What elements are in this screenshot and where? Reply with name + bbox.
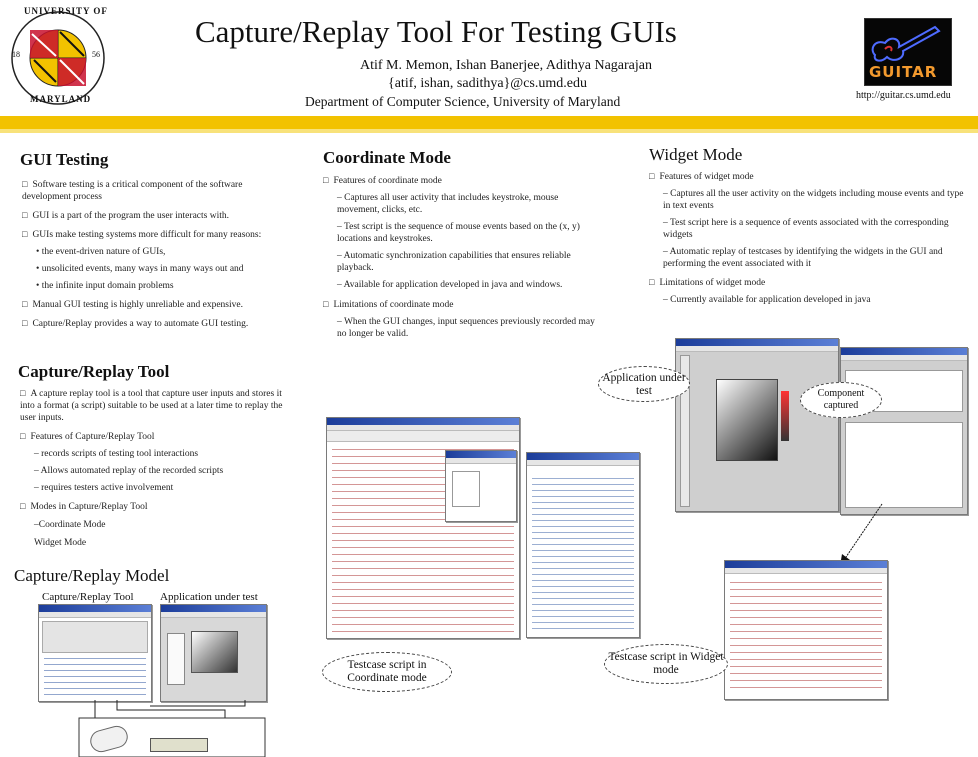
- model-label-tool: Capture/Replay Tool: [42, 591, 134, 603]
- coordinate-feature: – Captures all user activity that includ…: [337, 193, 559, 215]
- poster-emails: {atif, ishan, sadithya}@cs.umd.edu: [388, 76, 587, 91]
- gui-testing-item: Manual GUI testing is highly unreliable …: [22, 298, 287, 311]
- gui-testing-item: Capture/Replay provides a way to automat…: [22, 317, 287, 330]
- widget-script-cloud: Testcase script in Widget mode: [604, 644, 728, 684]
- gui-testing-reason: • the event-driven nature of GUIs,: [36, 247, 166, 257]
- model-heading: Capture/Replay Model: [14, 566, 170, 585]
- capture-tool-feature: – Allows automated replay of the recorde…: [34, 466, 224, 476]
- widget-app-cloud: Application under test: [598, 366, 690, 402]
- header-band-light: [0, 129, 978, 133]
- guitar-logo: GUITAR: [864, 18, 952, 86]
- keyboard-icon: [150, 738, 208, 752]
- gui-testing-reason: • unsolicited events, many ways in many …: [36, 264, 244, 274]
- model-connectors: [78, 700, 266, 757]
- seal-bottom-text: MARYLAND: [30, 94, 92, 104]
- poster-department: Department of Computer Science, Universi…: [305, 94, 621, 109]
- capture-tool-heading: Capture/Replay Tool: [18, 362, 170, 381]
- capture-tool-feature: – records scripts of testing tool intera…: [34, 449, 199, 459]
- gui-testing-item: GUIs make testing systems more difficult…: [22, 228, 287, 241]
- guitar-icon: [871, 25, 941, 62]
- coordinate-feature: – Automatic synchronization capabilities…: [337, 251, 571, 273]
- widget-recorder-window: [840, 347, 968, 515]
- widget-mode-body: Features of widget mode – Captures all t…: [649, 170, 967, 306]
- guitar-recorder-window: [526, 452, 640, 638]
- coordinate-script-cloud: Testcase script in Coordinate mode: [322, 652, 452, 692]
- capture-tool-feature: – requires testers active involvement: [34, 483, 174, 493]
- model-label-app: Application under test: [160, 591, 258, 603]
- widget-feature: – Captures all the user activity on the …: [663, 189, 964, 211]
- widget-features-heading: Features of widget mode: [649, 170, 967, 183]
- gui-testing-reason: • the infinite input domain problems: [36, 281, 174, 291]
- coordinate-limitation: – When the GUI changes, input sequences …: [337, 317, 595, 339]
- poster-title: Capture/Replay Tool For Testing GUIs: [195, 14, 677, 49]
- widget-feature: – Test script here is a sequence of even…: [663, 218, 949, 240]
- widget-app-window: [675, 338, 839, 512]
- coordinate-feature: – Available for application developed in…: [337, 280, 563, 290]
- coordinate-mode-body: Features of coordinate mode – Captures a…: [323, 174, 595, 340]
- gui-testing-heading: GUI Testing: [20, 150, 109, 169]
- test-tool-window: [445, 450, 517, 522]
- model-tool-screenshot: [38, 604, 152, 702]
- gui-testing-item: GUI is a part of the program the user in…: [22, 209, 287, 222]
- capture-tool-modes-heading: Modes in Capture/Replay Tool: [20, 500, 285, 513]
- widget-feature: – Automatic replay of testcases by ident…: [663, 247, 943, 269]
- capture-tool-intro: A capture replay tool is a tool that cap…: [20, 387, 285, 424]
- seal-top-text: UNIVERSITY OF: [24, 6, 108, 16]
- widget-component-cloud: Component captured: [800, 382, 882, 418]
- widget-limitations-heading: Limitations of widget mode: [649, 276, 967, 289]
- coordinate-limitations-heading: Limitations of coordinate mode: [323, 298, 595, 311]
- gui-testing-item: Software testing is a critical component…: [22, 178, 287, 203]
- capture-tool-features-heading: Features of Capture/Replay Tool: [20, 430, 285, 443]
- widget-script-window: [724, 560, 888, 700]
- project-url[interactable]: http://guitar.cs.umd.edu: [856, 90, 951, 101]
- seal-year-left: 18: [12, 50, 20, 59]
- coordinate-features-heading: Features of coordinate mode: [323, 174, 595, 187]
- poster-authors: Atif M. Memon, Ishan Banerjee, Adithya N…: [360, 58, 652, 73]
- seal-year-right: 56: [92, 50, 100, 59]
- capture-tool-mode: –Coordinate Mode: [34, 520, 106, 530]
- widget-mode-heading: Widget Mode: [649, 145, 743, 164]
- university-seal: UNIVERSITY OF MARYLAND 18 56: [8, 6, 108, 106]
- coordinate-feature: – Test script is the sequence of mouse e…: [337, 222, 580, 244]
- widget-limitation: – Currently available for application de…: [663, 295, 871, 305]
- model-app-screenshot: [160, 604, 267, 702]
- gui-testing-body: Software testing is a critical component…: [22, 178, 287, 330]
- header-band: [0, 116, 978, 129]
- capture-tool-mode: Widget Mode: [34, 538, 87, 548]
- capture-tool-body: A capture replay tool is a tool that cap…: [20, 387, 285, 549]
- coordinate-mode-heading: Coordinate Mode: [323, 148, 451, 167]
- guitar-logo-text: GUITAR: [869, 63, 938, 81]
